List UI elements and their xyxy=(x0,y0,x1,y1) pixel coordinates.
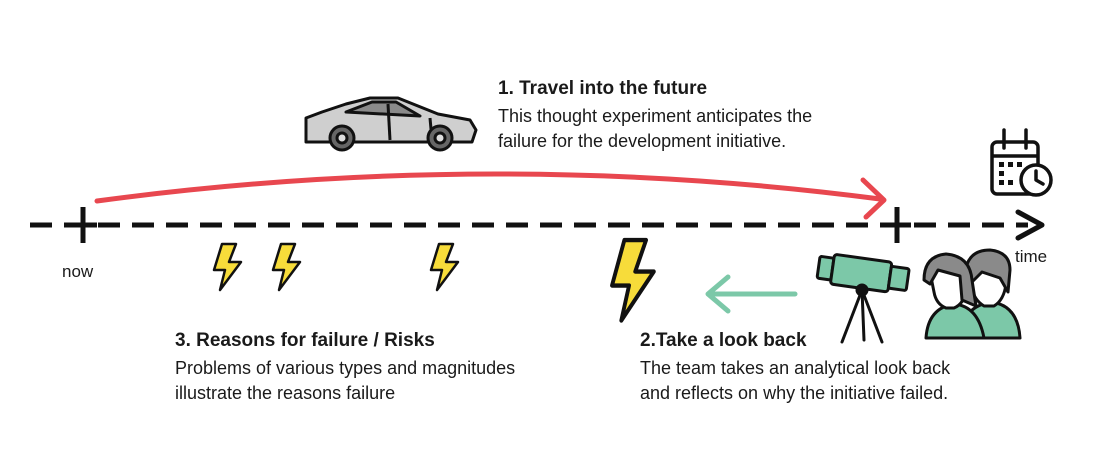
calendar-clock-icon xyxy=(990,128,1053,197)
time-label: time xyxy=(1015,247,1048,266)
step2-line2: and reflects on why the initiative faile… xyxy=(640,383,949,403)
step3-line1: Problems of various types and magnitudes xyxy=(175,358,516,378)
step1-title: 1. Travel into the future xyxy=(498,78,708,99)
lightning-icon xyxy=(212,240,654,321)
now-tick xyxy=(69,207,97,243)
telescope-icon xyxy=(815,253,911,344)
people-icon xyxy=(922,248,1022,340)
step3-line2: illustrate the reasons failure xyxy=(175,383,396,403)
step1-line2: failure for the development initiative. xyxy=(498,131,787,151)
now-label: now xyxy=(62,262,94,281)
step3-title: 3. Reasons for failure / Risks xyxy=(175,330,435,351)
step1-line1: This thought experiment anticipates the xyxy=(498,106,813,126)
timeline-arrowhead xyxy=(1015,209,1045,241)
step2-line1: The team takes an analytical look back xyxy=(640,358,951,378)
future-tick xyxy=(883,207,911,243)
back-arrow xyxy=(705,274,798,314)
timeline xyxy=(30,207,1045,243)
car-icon xyxy=(304,96,478,152)
forward-arrow xyxy=(94,171,887,220)
step2-title: 2.Take a look back xyxy=(640,330,807,351)
